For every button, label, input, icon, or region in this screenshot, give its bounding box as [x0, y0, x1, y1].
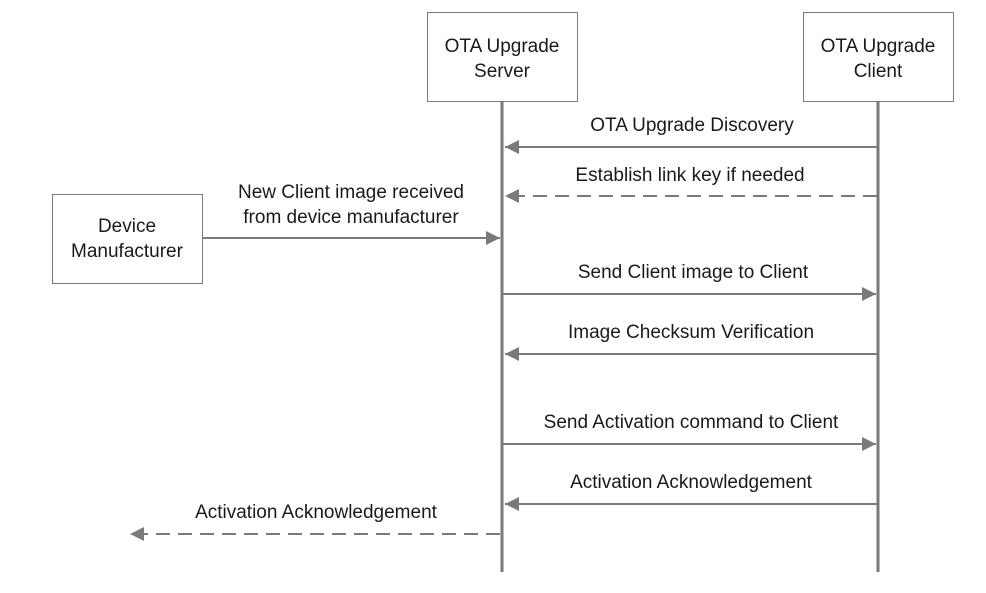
checksum-label: Image Checksum Verification: [568, 322, 814, 343]
message-activation-ack: Activation Acknowledgement: [505, 472, 877, 511]
message-link-key: Establish link key if needed: [505, 165, 877, 203]
message-new-image: New Client image received from device ma…: [203, 182, 500, 245]
manufacturer-title-line1: Device: [98, 216, 156, 237]
activation-ack-label: Activation Acknowledgement: [570, 472, 813, 493]
new-image-label-line1: New Client image received: [238, 182, 464, 203]
server-title-line1: OTA Upgrade: [445, 36, 560, 57]
send-image-label: Send Client image to Client: [578, 262, 809, 283]
link-key-label: Establish link key if needed: [575, 165, 804, 186]
manufacturer-title-line2: Manufacturer: [71, 241, 184, 262]
server-title-line2: Server: [474, 61, 531, 82]
new-image-label-line2: from device manufacturer: [243, 207, 459, 228]
message-discovery: OTA Upgrade Discovery: [505, 115, 877, 154]
manufacturer-participant: Device Manufacturer: [52, 194, 203, 284]
activation-ack-out-label: Activation Acknowledgement: [195, 502, 438, 523]
message-checksum: Image Checksum Verification: [505, 322, 877, 361]
message-send-image: Send Client image to Client: [503, 262, 876, 301]
message-activation-ack-out: Activation Acknowledgement: [130, 502, 500, 541]
activation-command-label: Send Activation command to Client: [544, 412, 839, 433]
discovery-label: OTA Upgrade Discovery: [590, 115, 794, 136]
client-title-line2: Client: [854, 61, 903, 82]
client-participant: OTA Upgrade Client: [803, 12, 954, 102]
server-participant: OTA Upgrade Server: [427, 12, 578, 102]
message-activation-command: Send Activation command to Client: [503, 412, 876, 451]
client-title-line1: OTA Upgrade: [821, 36, 936, 57]
